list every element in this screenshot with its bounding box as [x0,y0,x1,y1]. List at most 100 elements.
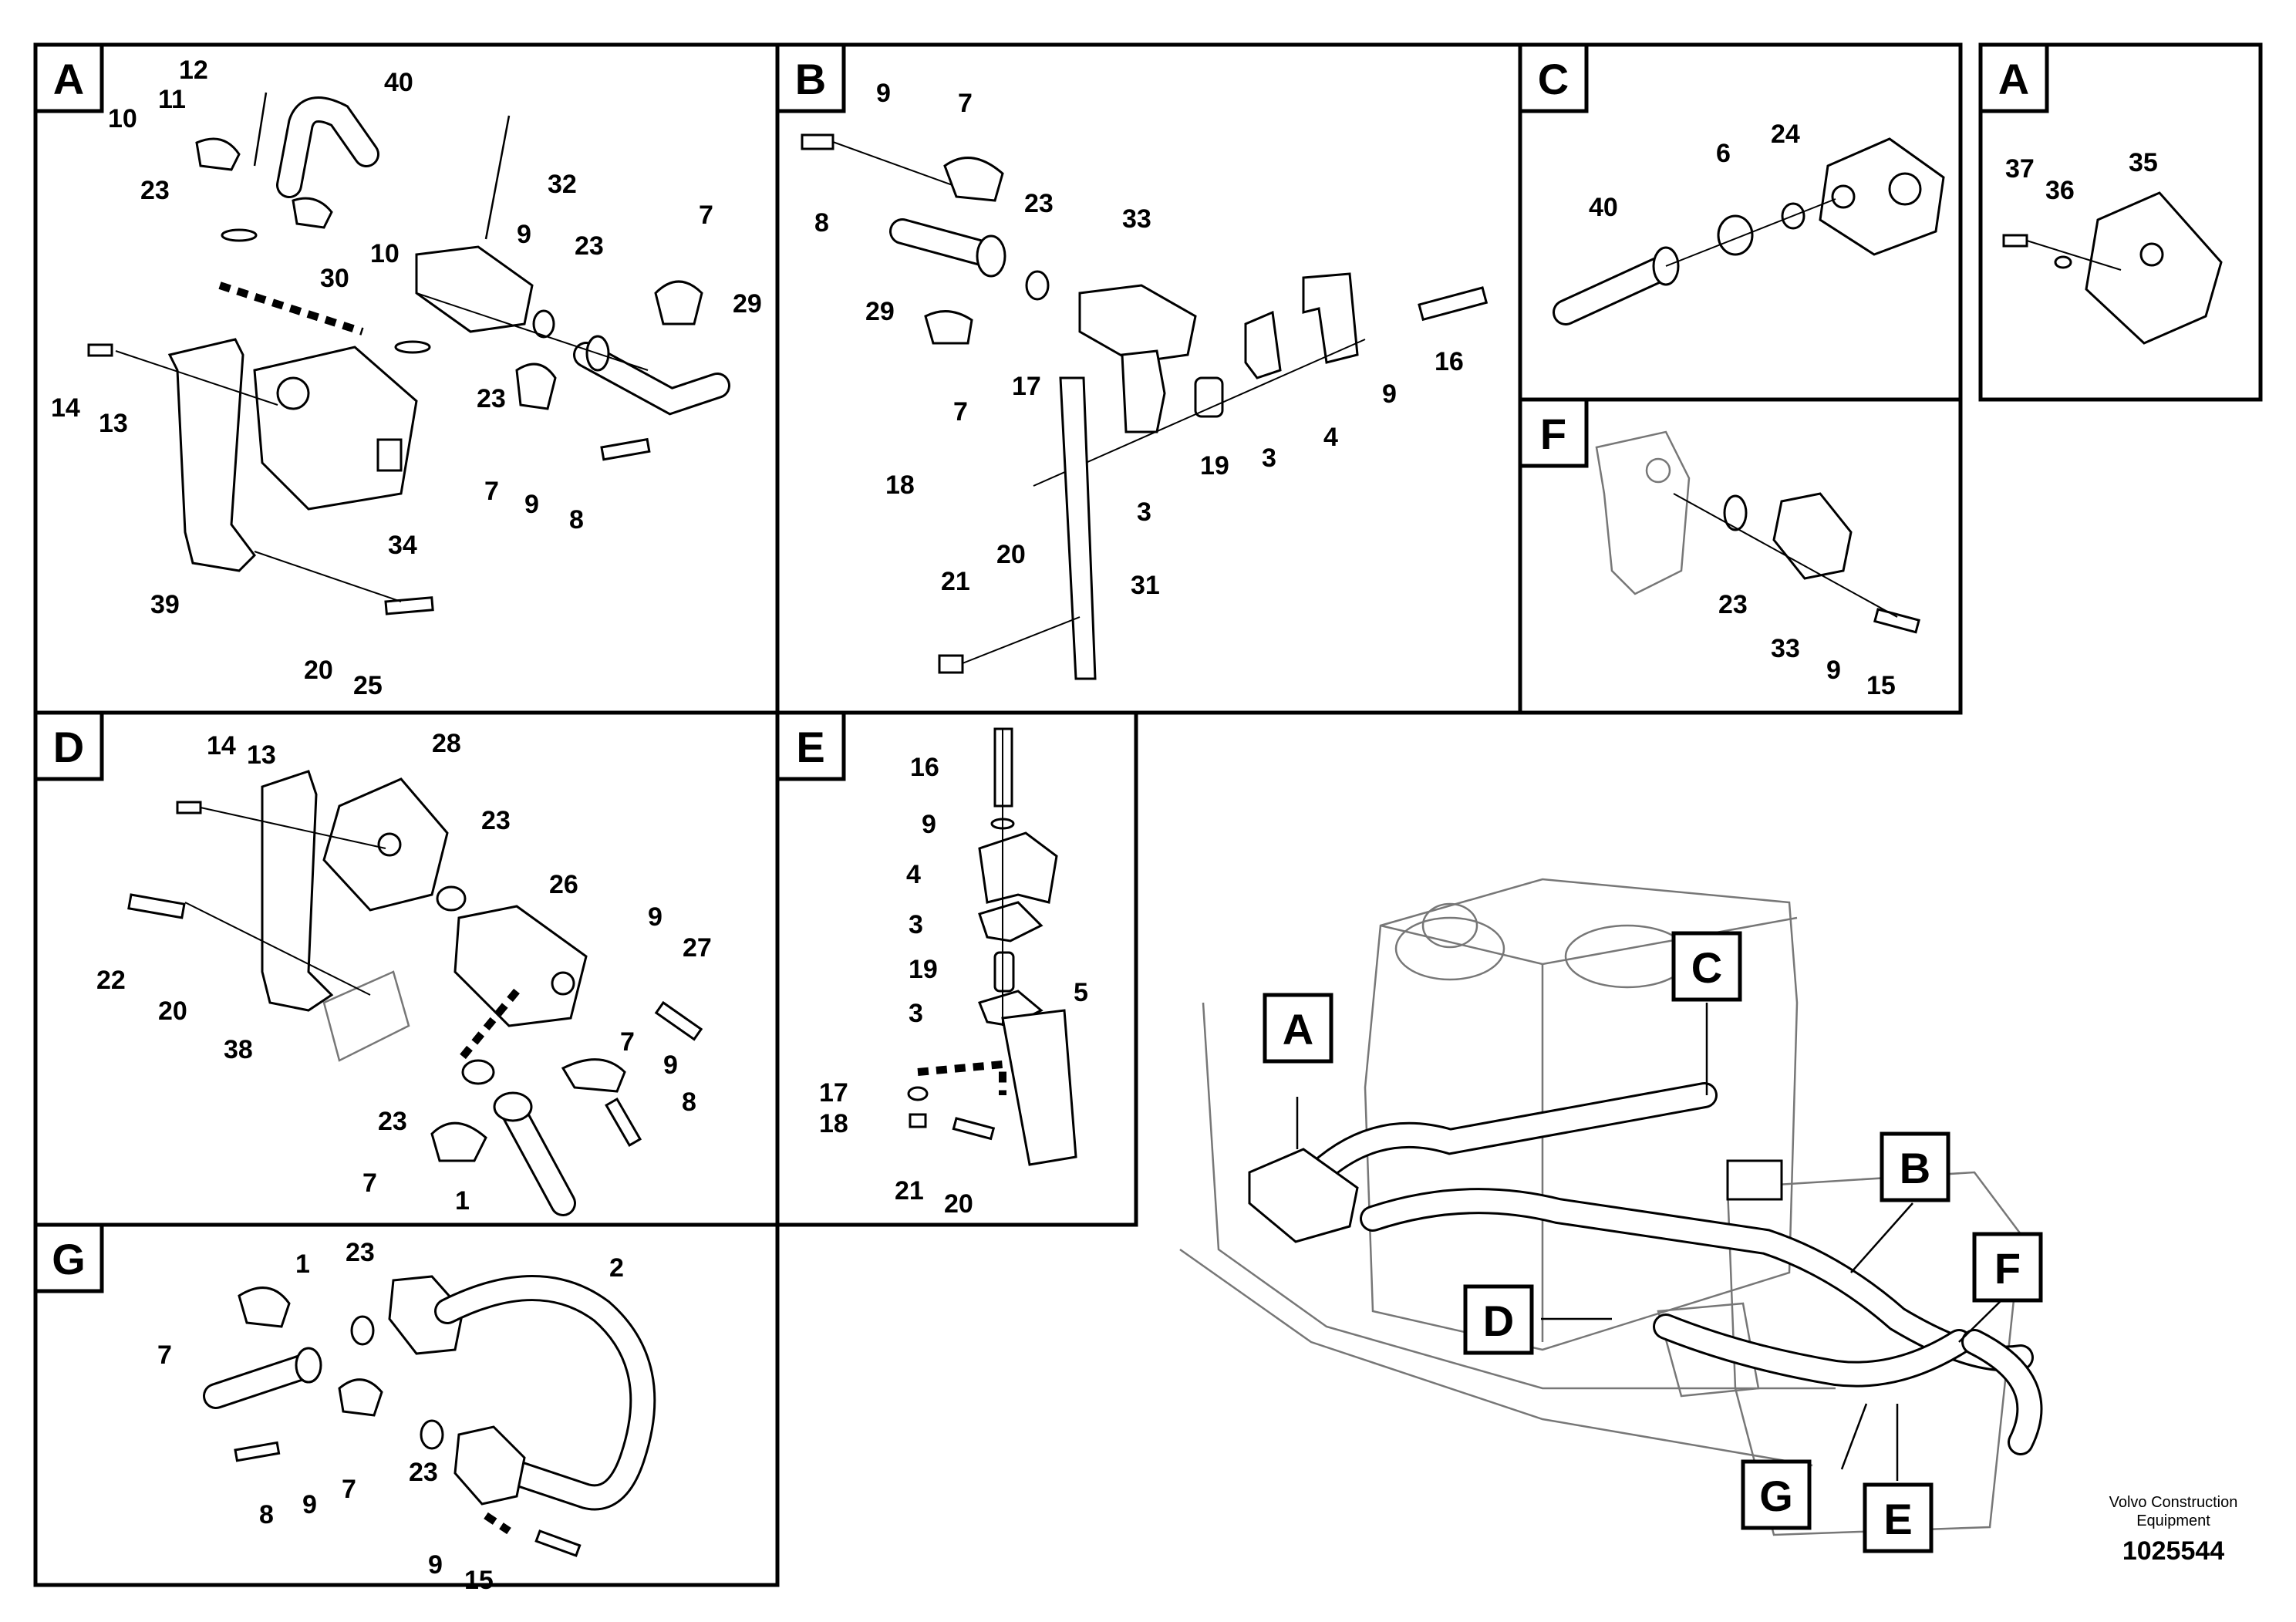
svg-text:G: G [1759,1472,1793,1520]
svg-text:A: A [1998,55,2029,103]
svg-text:36: 36 [2045,176,2075,205]
svg-text:17: 17 [819,1078,848,1108]
svg-text:10: 10 [370,239,400,268]
svg-text:23: 23 [409,1458,438,1487]
svg-text:7: 7 [484,477,499,506]
svg-text:9: 9 [1382,379,1397,409]
svg-text:14: 14 [51,393,80,423]
svg-text:D: D [1483,1297,1514,1345]
panel-f-drawing [1595,430,1920,634]
footer-caption: Volvo Construction Equipment 1025544 [2109,1494,2238,1566]
overview-tag-f: F [1972,1232,2043,1303]
svg-text:9: 9 [428,1550,443,1580]
svg-text:C: C [1691,943,1722,992]
panel-d-callouts: 14 13 28 23 26 9 27 22 20 38 7 9 8 23 7 … [96,729,712,1216]
svg-text:23: 23 [378,1107,407,1136]
svg-text:20: 20 [944,1189,973,1219]
svg-text:25: 25 [353,671,383,700]
svg-text:9: 9 [302,1490,317,1519]
svg-text:22: 22 [96,966,126,995]
svg-text:20: 20 [996,540,1026,569]
svg-text:7: 7 [620,1027,635,1057]
svg-text:23: 23 [1718,590,1748,619]
svg-text:E: E [796,723,824,771]
svg-text:2: 2 [609,1253,624,1283]
panel-g-frame [33,1222,780,1587]
svg-text:3: 3 [909,910,923,939]
svg-text:9: 9 [663,1050,678,1080]
panel-e-tag: E [775,710,846,781]
svg-text:23: 23 [575,231,604,261]
panel-a-tag: A [33,42,104,113]
svg-text:29: 29 [733,289,762,319]
svg-text:24: 24 [1771,120,1800,149]
svg-text:A: A [53,55,84,103]
panel-g-callouts: 7 1 23 2 8 9 7 23 9 15 [157,1238,624,1595]
svg-text:13: 13 [247,740,276,770]
overview-tags: A C B F D G E [1263,931,2043,1553]
panel-c-drawing [1553,137,1945,325]
svg-text:4: 4 [1323,423,1338,452]
svg-text:5: 5 [1074,978,1088,1007]
overview-tag-g: G [1741,1459,1812,1530]
svg-text:16: 16 [1435,347,1464,376]
panel-b-callouts: 9 7 8 23 33 29 7 17 18 3 19 3 4 9 16 31 … [814,79,1464,600]
company-name-line2: Equipment [2136,1512,2210,1529]
svg-text:18: 18 [819,1109,848,1138]
panel-b-drawing [801,133,1489,680]
svg-text:21: 21 [941,567,970,596]
panel-c-tag: C [1518,42,1589,113]
svg-text:37: 37 [2005,154,2035,184]
svg-text:B: B [795,55,826,103]
svg-text:23: 23 [481,806,511,835]
svg-text:6: 6 [1716,139,1731,168]
svg-text:23: 23 [477,384,506,413]
panel-f-frame [1518,397,1963,715]
svg-text:26: 26 [549,870,578,899]
svg-text:21: 21 [895,1176,924,1206]
overview-tag-b: B [1880,1131,1950,1202]
svg-text:8: 8 [814,208,829,238]
panel-d-drawing [127,770,703,1216]
panel-a-callouts: 12 11 10 40 23 10 32 9 30 23 7 29 14 13 … [51,56,762,700]
svg-text:10: 10 [108,104,137,133]
svg-text:29: 29 [865,297,895,326]
svg-text:8: 8 [259,1500,274,1529]
svg-text:4: 4 [906,860,921,889]
panel-a2-tag: A [1978,42,2049,113]
overview-tag-a: A [1263,993,1333,1064]
svg-text:9: 9 [517,220,531,249]
panel-a2-callouts: 37 36 35 [2005,148,2158,205]
svg-text:32: 32 [548,170,577,199]
svg-text:9: 9 [524,490,539,519]
panel-f-tag: F [1518,397,1589,468]
svg-text:39: 39 [150,590,180,619]
panel-a2-frame [1978,42,2263,402]
svg-text:F: F [1540,410,1566,458]
svg-text:23: 23 [1024,189,1054,218]
svg-text:28: 28 [432,729,461,758]
svg-text:3: 3 [909,999,923,1028]
svg-text:40: 40 [384,68,413,97]
svg-text:15: 15 [1866,671,1896,700]
svg-text:35: 35 [2129,148,2158,177]
svg-text:34: 34 [388,531,417,560]
svg-text:7: 7 [953,397,968,427]
svg-text:33: 33 [1122,204,1151,234]
svg-text:40: 40 [1589,193,1618,222]
panel-b-tag: B [775,42,846,113]
svg-text:9: 9 [922,810,936,839]
svg-text:3: 3 [1262,443,1276,473]
drawing-number: 1025544 [2122,1536,2224,1566]
svg-text:D: D [53,723,84,771]
svg-text:13: 13 [99,409,128,438]
panel-a-drawing [87,92,730,615]
svg-text:33: 33 [1771,634,1800,663]
svg-text:30: 30 [320,264,349,293]
svg-text:31: 31 [1131,571,1160,600]
svg-text:17: 17 [1012,372,1041,401]
svg-text:15: 15 [464,1566,494,1595]
svg-text:7: 7 [699,201,713,230]
svg-text:7: 7 [362,1168,377,1198]
